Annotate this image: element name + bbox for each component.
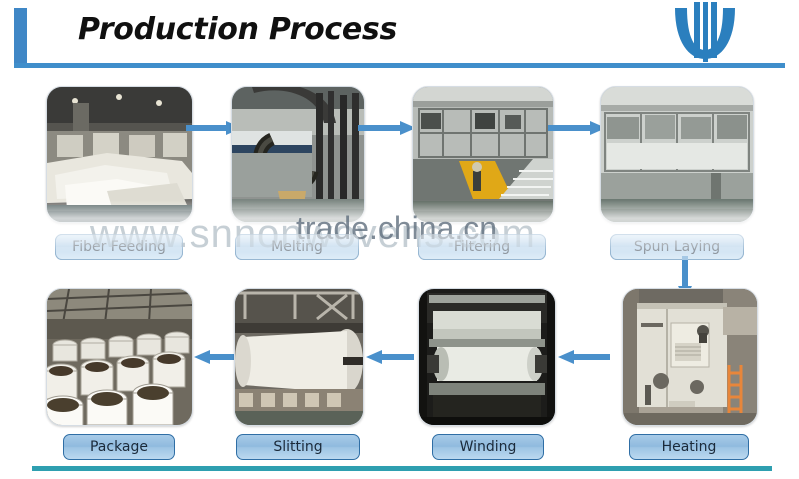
page-header: Production Process	[0, 0, 799, 72]
step-image-winding	[418, 288, 556, 426]
arrow-melting-to-filtering-icon	[358, 119, 416, 137]
arrow-winding-to-slitting-icon	[366, 348, 414, 366]
arrow-heating-to-winding-icon	[558, 348, 610, 366]
header-divider	[14, 63, 785, 68]
page-title: Production Process	[78, 12, 398, 47]
company-logo-icon	[669, 2, 741, 64]
step-label-slitting: Slitting	[236, 434, 360, 460]
step-label-winding: Winding	[432, 434, 544, 460]
step-label-heating: Heating	[629, 434, 749, 460]
step-image-slitting	[234, 288, 364, 426]
arrow-slitting-to-package-icon	[194, 348, 238, 366]
step-label-melting: Melting	[235, 234, 359, 260]
arrow-filtering-to-spun-icon	[548, 119, 606, 137]
step-image-melting	[231, 86, 365, 223]
step-image-filtering	[412, 86, 554, 223]
step-label-fiber-feeding: Fiber Feeding	[55, 234, 183, 260]
footer-divider	[32, 466, 772, 471]
step-image-spun-laying	[600, 86, 754, 223]
step-label-package: Package	[63, 434, 175, 460]
step-image-package	[46, 288, 193, 426]
header-accent-bar	[14, 8, 27, 63]
step-image-fiber-feeding	[46, 86, 193, 223]
step-label-filtering: Filtering	[418, 234, 546, 260]
step-image-heating	[622, 288, 758, 426]
